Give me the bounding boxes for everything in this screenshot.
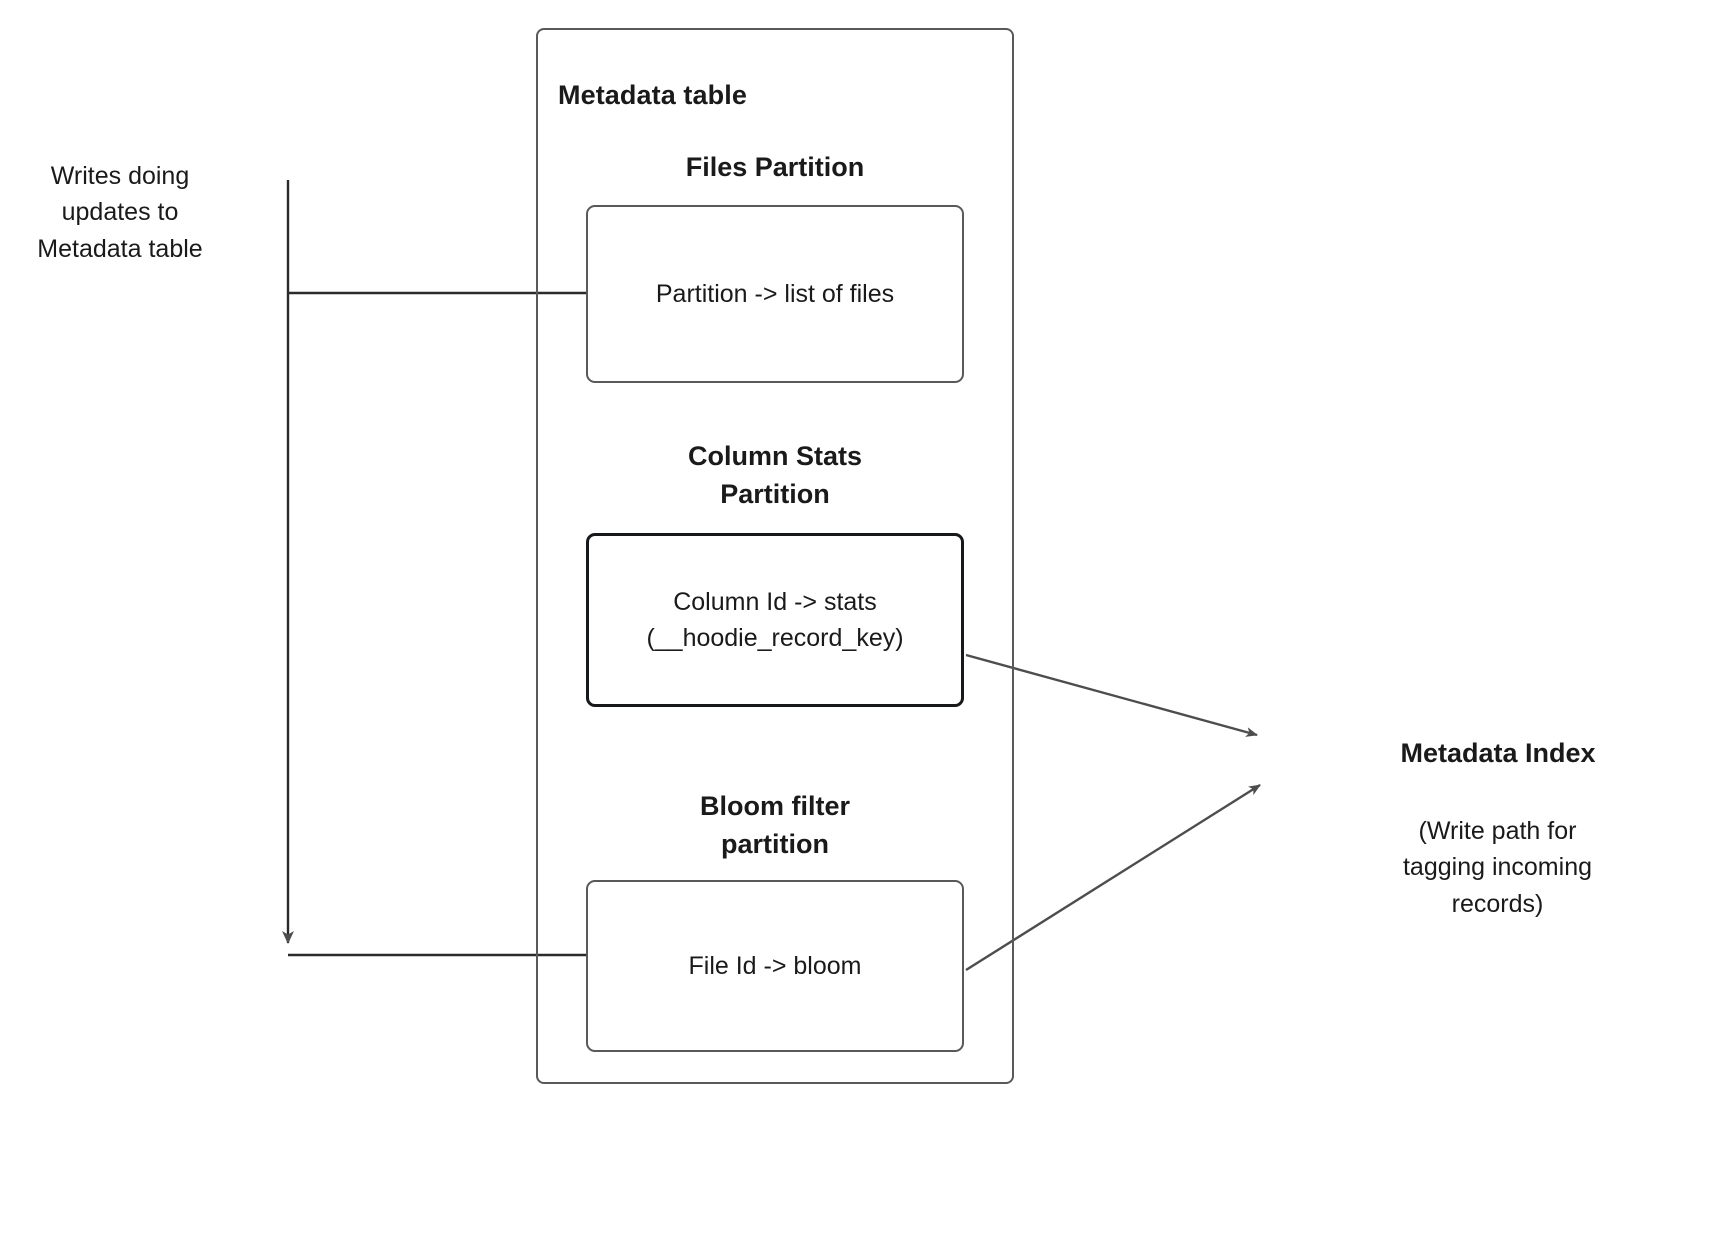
column-stats-partition-heading: Column Stats Partition [585,437,965,514]
bloom-filter-partition-box: File Id -> bloom [586,880,964,1052]
bloom-filter-heading-line2: partition [721,829,829,860]
column-stats-heading-line2: Partition [720,479,830,510]
bloom-filter-heading-line1: Bloom filter [699,791,850,821]
bloom-filter-partition-heading: Bloom filter partition [585,787,965,864]
bloom-filter-box-label: File Id -> bloom [688,952,862,980]
metadata-table-title: Metadata table [558,80,747,110]
column-stats-heading-line1: Column Stats [687,441,862,471]
files-partition-box: Partition -> list of files [586,205,964,383]
writes-updates-label-line2: updates to [61,198,179,227]
column-stats-box-label-line2: (__hoodie_record_key) [646,624,904,652]
column-stats-partition-box: Column Id -> stats (__hoodie_record_key) [586,533,964,707]
writes-updates-label-line3: Metadata table [37,234,203,263]
column-stats-box-label: Column Id -> stats (__hoodie_record_key) [636,584,913,656]
metadata-index-caption-line2: tagging incoming [1402,853,1592,882]
writes-updates-label: Writes doing updates to Metadata table [10,158,230,267]
metadata-index-caption: (Write path for tagging incoming records… [1300,813,1695,922]
metadata-index-caption-line3: records) [1451,889,1544,918]
files-partition-heading: Files Partition [685,152,865,182]
writes-updates-label-line1: Writes doing [50,162,190,190]
files-partition-box-label: Partition -> list of files [655,280,895,308]
metadata-table-container [536,28,1014,1084]
metadata-index-title: Metadata Index [1400,738,1596,768]
metadata-index-caption-line1: (Write path for [1418,817,1577,845]
column-stats-box-label-line1: Column Id -> stats [673,588,877,616]
